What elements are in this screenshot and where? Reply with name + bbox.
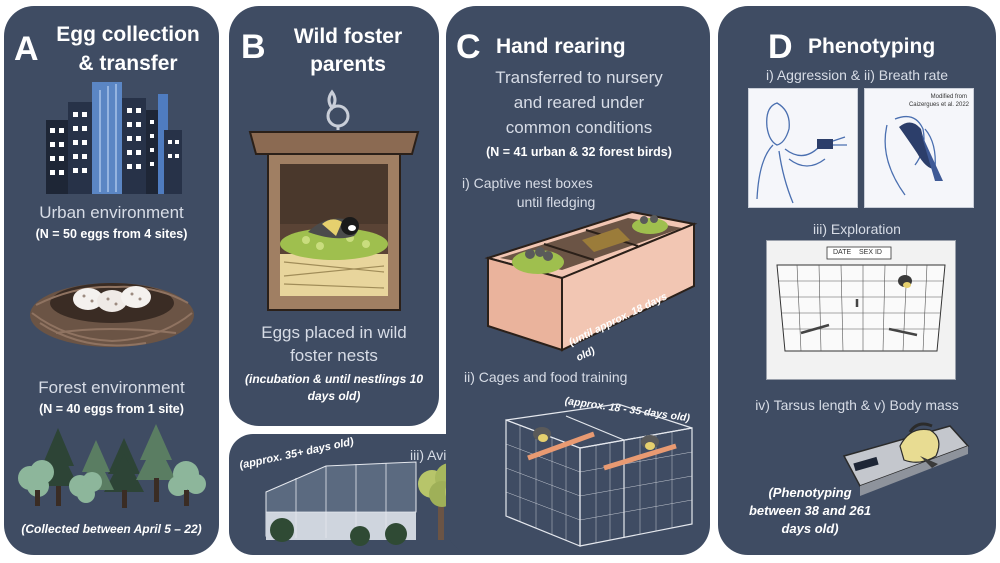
exploration-cage-illustration: DATE SEX ID bbox=[766, 240, 956, 380]
forest-environment-label: Forest environment bbox=[38, 378, 185, 397]
panel-b-title-line1: Wild foster bbox=[293, 25, 403, 48]
panel-b-desc-line1: Eggs placed in wild bbox=[261, 323, 407, 342]
panel-d-title: Phenotyping bbox=[808, 35, 936, 58]
phenotyping-ages-line2: between 38 and 261 bbox=[748, 503, 872, 518]
panel-b-desc-line2: foster nests bbox=[290, 346, 378, 365]
panel-a-title-line2: & transfer bbox=[78, 52, 178, 75]
nest-with-eggs-icon bbox=[30, 283, 194, 347]
panel-b-note-line2: days old) bbox=[307, 389, 361, 403]
panel-c-bird-count: (N = 41 urban & 32 forest birds) bbox=[486, 145, 672, 159]
urban-egg-count: (N = 50 eggs from 4 sites) bbox=[35, 227, 188, 241]
panel-c-title: Hand rearing bbox=[496, 35, 626, 58]
panel-b-note-line1: (incubation & until nestlings 10 bbox=[244, 372, 423, 386]
panel-c-letter: C bbox=[456, 28, 481, 66]
breath-rate-illustration: Modified from Caizergues et al. 2022 bbox=[864, 88, 974, 208]
aggression-breath-label: i) Aggression & ii) Breath rate bbox=[765, 67, 949, 83]
training-cages-icon bbox=[505, 403, 693, 547]
forest-egg-count: (N = 40 eggs from 1 site) bbox=[39, 402, 184, 416]
city-skyline-icon bbox=[46, 82, 182, 194]
cage-date-label: DATE bbox=[833, 249, 852, 256]
panel-b-title-line2: parents bbox=[310, 53, 386, 76]
tarsus-body-mass-label: iv) Tarsus length & v) Body mass bbox=[755, 397, 959, 413]
exploration-label: iii) Exploration bbox=[813, 221, 901, 237]
phenotyping-ages-line1: (Phenotyping bbox=[768, 485, 852, 500]
cage-sex-label: SEX ID bbox=[859, 249, 882, 256]
panel-c-desc-line2: and reared under bbox=[513, 93, 645, 112]
credit-line1: Modified from bbox=[930, 94, 967, 100]
balance-scale-icon bbox=[842, 422, 970, 496]
nest-boxes-label-line1: i) Captive nest boxes bbox=[462, 175, 593, 191]
credit-line2: Caizergues et al. 2022 bbox=[908, 102, 969, 108]
collection-dates: (Collected between April 5 – 22) bbox=[21, 522, 202, 536]
panel-d-letter: D bbox=[768, 28, 793, 66]
captive-nest-boxes-icon bbox=[484, 210, 698, 352]
panel-b-letter: B bbox=[241, 28, 266, 66]
panel-c-desc-line1: Transferred to nursery bbox=[495, 68, 663, 87]
urban-environment-label: Urban environment bbox=[39, 203, 184, 222]
nest-box-icon bbox=[248, 89, 420, 311]
aggression-illustration bbox=[748, 88, 858, 208]
panel-a-title-line1: Egg collection bbox=[56, 23, 200, 46]
panel-a-letter: A bbox=[14, 30, 39, 68]
panel-c-desc-line3: common conditions bbox=[505, 118, 653, 137]
forest-trees-icon bbox=[18, 424, 206, 508]
cages-label: ii) Cages and food training bbox=[464, 369, 628, 385]
nest-boxes-label-line2: until fledging bbox=[516, 194, 596, 210]
phenotyping-ages-line3: days old) bbox=[781, 521, 839, 536]
